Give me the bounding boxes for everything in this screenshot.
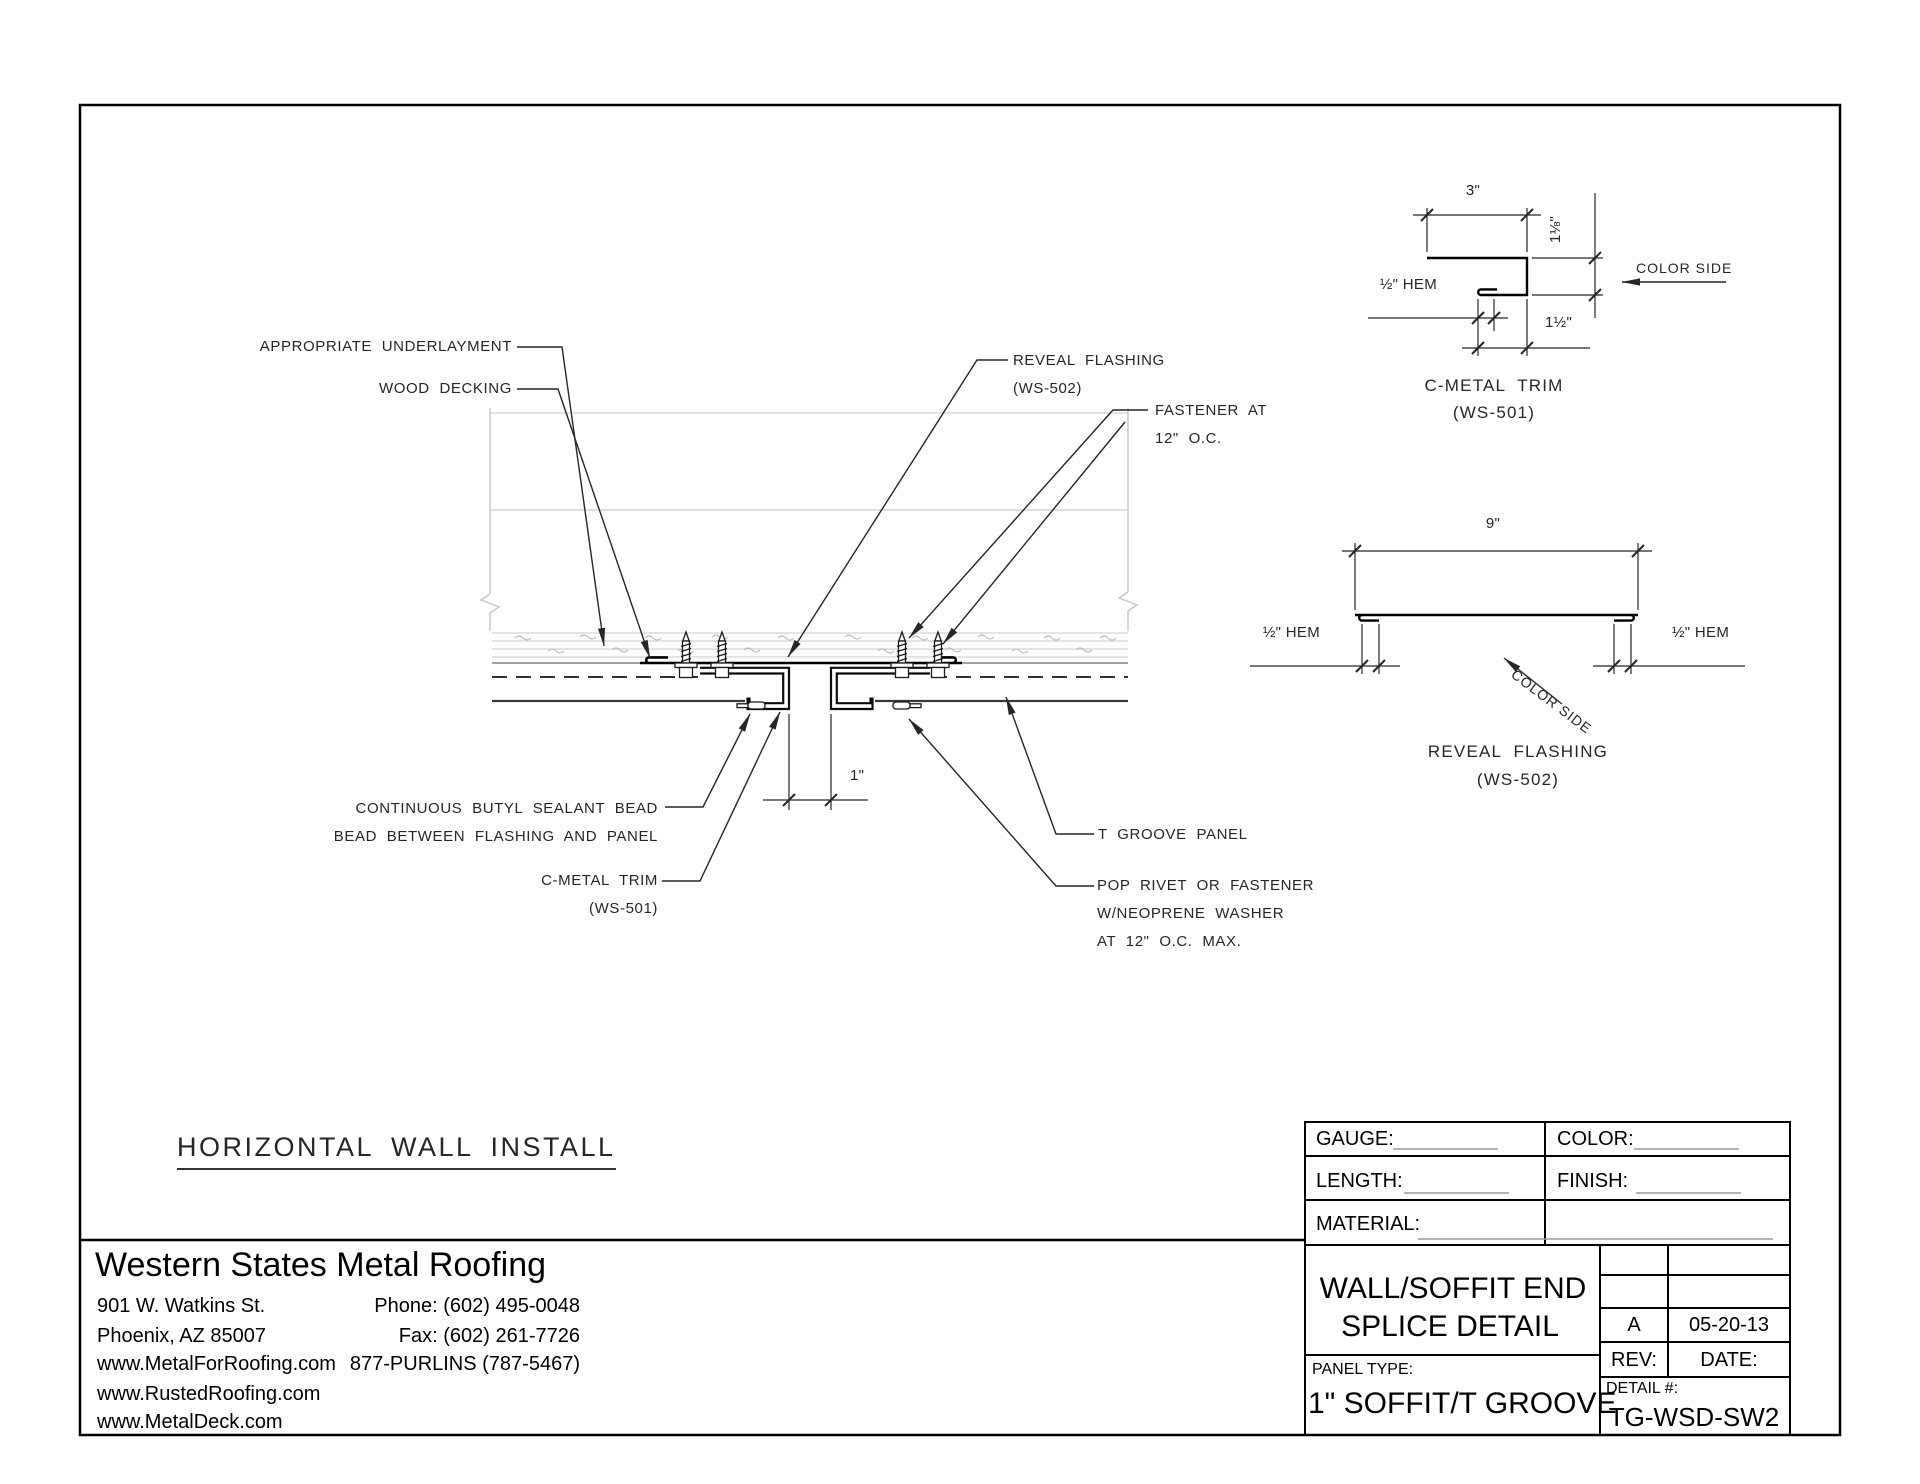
cmetal-color-side-label: COLOR SIDE xyxy=(1636,260,1733,276)
underlayment-label: APPROPRIATE UNDERLAYMENT xyxy=(259,338,512,355)
cmetal-trim-code: (WS-501) xyxy=(589,900,658,917)
company-purlins-phone: 877-PURLINS (787-5467) xyxy=(349,1353,580,1375)
cmetal-height-dim: 1⅛" xyxy=(1547,215,1564,243)
reveal-hem-left-dim: ½" HEM xyxy=(1262,624,1320,641)
fill-in-blanks xyxy=(1393,1148,1773,1240)
color-side-arrow xyxy=(1503,657,1563,705)
pop-rivets xyxy=(736,701,922,710)
company-name: Western States Metal Roofing xyxy=(95,1246,547,1284)
date-label: DATE: xyxy=(1700,1349,1758,1371)
rev-label: REV: xyxy=(1611,1349,1657,1371)
detail-number-label: DETAIL #: xyxy=(1606,1380,1679,1397)
gap-dimension-text: 1" xyxy=(850,767,865,784)
company-website-2: www.RustedRoofing.com xyxy=(97,1383,321,1405)
sheet-frame xyxy=(78,103,1842,1437)
reveal-flashing-label: REVEAL FLASHING xyxy=(1013,352,1165,369)
section-title: HORIZONTAL WALL INSTALL xyxy=(177,1132,616,1170)
panel-type-label: PANEL TYPE: xyxy=(1312,1361,1414,1378)
length-label: LENGTH: xyxy=(1316,1170,1403,1192)
pop-rivet-label-line3: AT 12" O.C. MAX. xyxy=(1097,933,1242,950)
reveal-detail-code: (WS-502) xyxy=(1476,770,1560,789)
reveal-flashing-code: (WS-502) xyxy=(1013,380,1082,397)
color-label: COLOR: xyxy=(1557,1128,1634,1150)
company-address-line1: 901 W. Watkins St. xyxy=(97,1295,266,1317)
company-website-1: www.MetalForRoofing.com xyxy=(97,1353,336,1375)
fastener-spacing: 12" O.C. xyxy=(1155,430,1222,447)
c-channel-right xyxy=(829,666,930,711)
cmetal-hem-dim: ½" HEM xyxy=(1379,276,1437,293)
sealant-label-line2: BEAD BETWEEN FLASHING AND PANEL xyxy=(333,828,658,845)
pop-rivet-label-line2: W/NEOPRENE WASHER xyxy=(1097,905,1285,922)
reveal-width-dim: 9" xyxy=(1485,515,1501,532)
reveal-detail-title: REVEAL FLASHING xyxy=(1427,742,1609,761)
finish-label: FINISH: xyxy=(1557,1170,1629,1192)
sealant-label-line1: CONTINUOUS BUTYL SEALANT BEAD xyxy=(355,800,658,817)
cmetal-detail-title: C-METAL TRIM xyxy=(1424,376,1564,395)
main-section-wall xyxy=(479,408,1139,631)
company-fax: Fax: (602) 261-7726 xyxy=(398,1325,580,1347)
pop-rivet-label-line1: POP RIVET OR FASTENER xyxy=(1097,877,1315,894)
cmetal-detail-code: (WS-501) xyxy=(1452,403,1536,422)
reveal-profile xyxy=(1250,543,1745,705)
detail-title-line1: WALL/SOFFIT END xyxy=(1319,1272,1587,1305)
gap-dimension xyxy=(763,714,868,810)
cmetal-profile xyxy=(1368,193,1726,356)
leader-lines xyxy=(517,346,1148,887)
wood-decking-label: WOOD DECKING xyxy=(378,380,512,397)
detail-title-line2: SPLICE DETAIL xyxy=(1341,1310,1559,1343)
company-website-3: www.MetalDeck.com xyxy=(97,1411,283,1433)
rev-value: A xyxy=(1627,1314,1641,1336)
reveal-hem-right-dim: ½" HEM xyxy=(1672,624,1730,641)
decking-hatch xyxy=(514,634,1117,654)
date-value: 05-20-13 xyxy=(1688,1314,1770,1336)
material-label: MATERIAL: xyxy=(1316,1213,1421,1235)
panel-and-flashing xyxy=(492,656,1128,711)
gauge-label: GAUGE: xyxy=(1316,1128,1394,1150)
t-groove-panel-label: T GROOVE PANEL xyxy=(1098,826,1248,843)
panel-type-value: 1" SOFFIT/T GROOVE xyxy=(1308,1387,1617,1420)
title-block-lines xyxy=(1304,1121,1791,1436)
fastener-label: FASTENER AT xyxy=(1155,402,1268,419)
cmetal-bottom-dim: 1½" xyxy=(1545,314,1573,331)
cmetal-trim-label: C-METAL TRIM xyxy=(541,872,658,889)
company-address-line2: Phoenix, AZ 85007 xyxy=(97,1325,267,1347)
detail-number-value: TG-WSD-SW2 xyxy=(1608,1402,1780,1432)
company-phone: Phone: (602) 495-0048 xyxy=(374,1295,580,1317)
wood-decking-layers xyxy=(492,632,1128,658)
cmetal-width-dim: 3" xyxy=(1465,182,1481,199)
